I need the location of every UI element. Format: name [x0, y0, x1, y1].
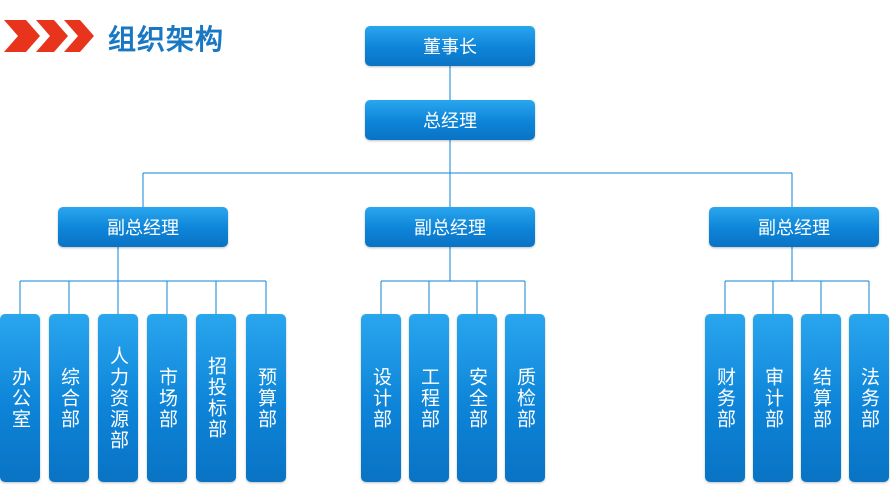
chairman-box: 董事长	[365, 26, 535, 66]
department-box: 设计部	[361, 314, 401, 482]
department-box: 人力资源部	[98, 314, 138, 482]
department-box: 工程部	[409, 314, 449, 482]
department-box: 预算部	[246, 314, 286, 482]
department-box: 招投标部	[196, 314, 236, 482]
page-title: 组织架构	[108, 23, 225, 56]
department-box: 审计部	[753, 314, 793, 482]
vice-gm-box-2: 副总经理	[365, 207, 535, 247]
chevron-arrows-icon	[4, 20, 94, 52]
department-box: 办公室	[0, 314, 40, 482]
department-box: 综合部	[49, 314, 89, 482]
department-box: 财务部	[705, 314, 745, 482]
department-box: 法务部	[849, 314, 889, 482]
general-manager-box: 总经理	[365, 100, 535, 140]
department-box: 安全部	[457, 314, 497, 482]
department-box: 结算部	[801, 314, 841, 482]
department-box: 市场部	[147, 314, 187, 482]
department-box: 质检部	[505, 314, 545, 482]
vice-gm-box-3: 副总经理	[709, 207, 879, 247]
vice-gm-box-1: 副总经理	[58, 207, 228, 247]
